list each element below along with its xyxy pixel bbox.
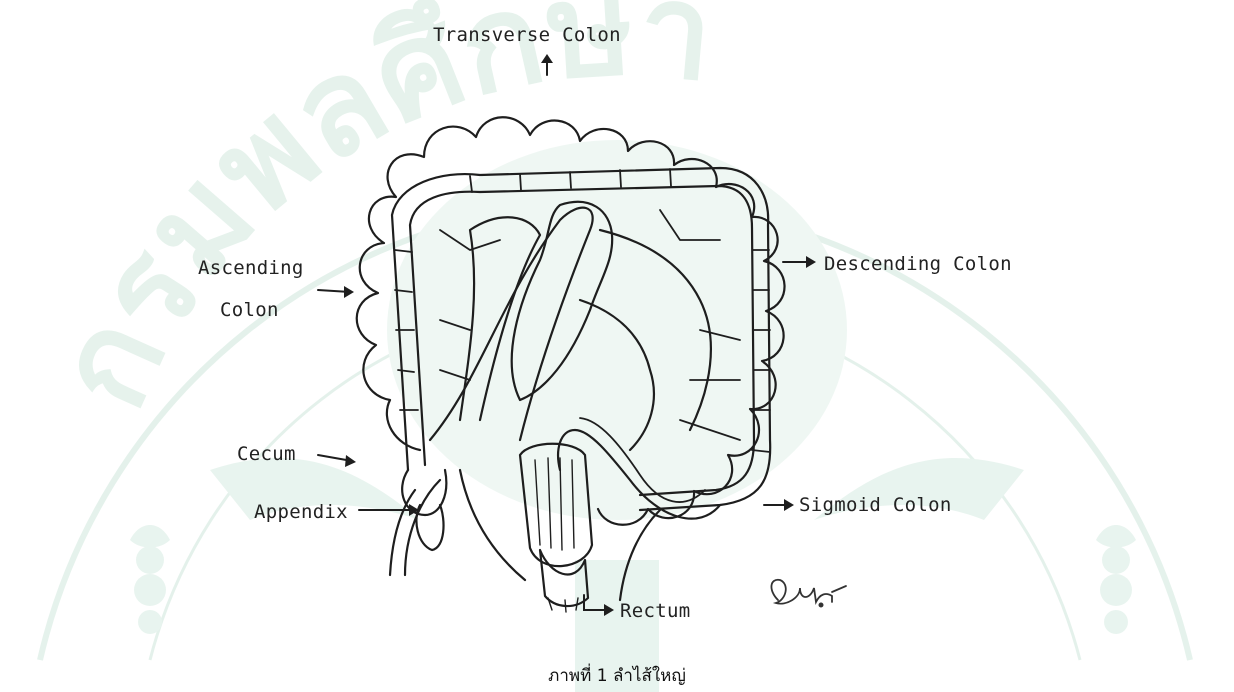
watermark-seal: กรมพลศึกษา [24,0,1190,692]
label-sigmoid-colon: Sigmoid Colon [799,494,952,516]
label-descending-colon: Descending Colon [824,253,1012,275]
pelvic-line-left [405,480,440,575]
appendix-shape [416,505,443,550]
cecum-pouch [402,470,446,515]
figure-caption: ภาพที่ 1 ลำไส้ใหญ่ [0,662,1234,689]
watermark-ornament-right [1096,525,1136,634]
artist-signature [771,580,846,607]
label-ascending-colon-line1: Ascending [198,257,304,279]
label-appendix: Appendix [254,501,348,523]
label-rectum: Rectum [620,600,690,622]
label-cecum: Cecum [237,443,296,465]
label-transverse-colon: Transverse Colon [433,24,621,46]
arrow-ascending [318,286,354,298]
label-ascending-colon-line2: Colon [220,299,279,321]
arrow-sigmoid [764,499,794,511]
